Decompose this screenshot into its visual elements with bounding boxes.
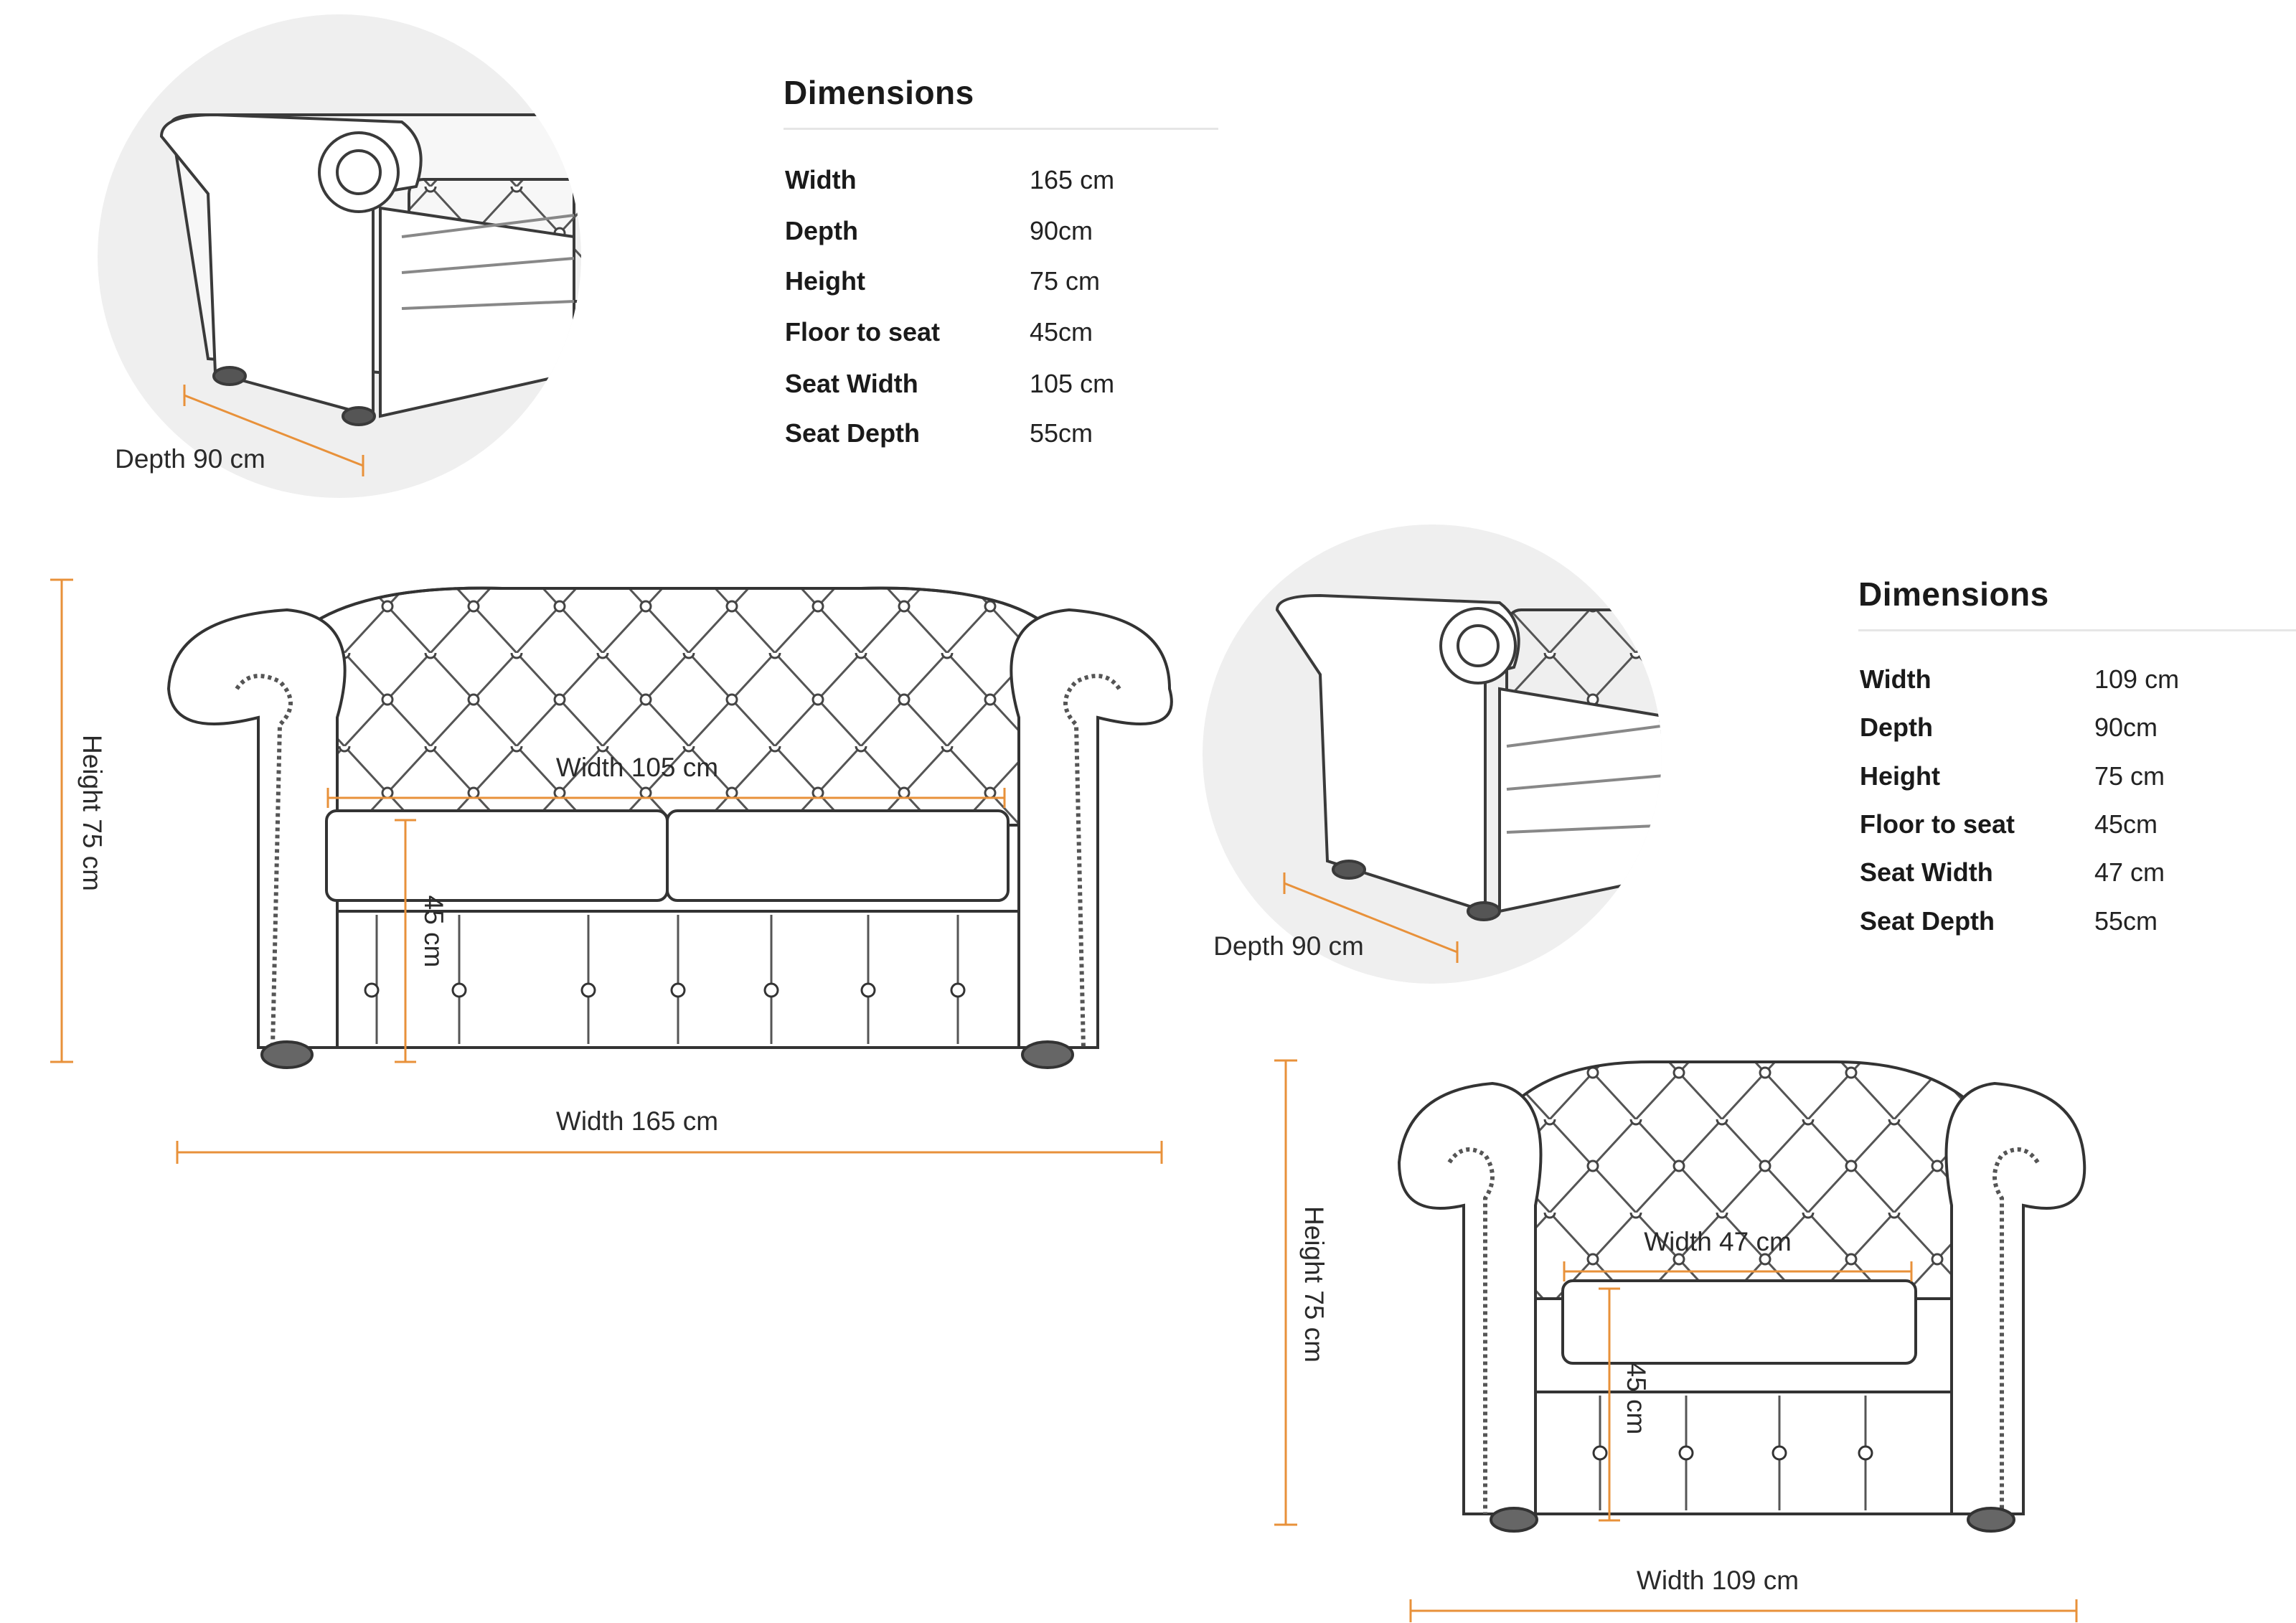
row-value: 109 cm: [2094, 664, 2180, 694]
row-label: Depth: [1860, 712, 1933, 742]
row-value: 55cm: [1030, 418, 1093, 448]
row-value: 45cm: [1030, 317, 1093, 347]
row-value: 47 cm: [2094, 857, 2165, 887]
row-label: Seat Width: [785, 369, 918, 398]
row-label: Seat Width: [1860, 857, 1993, 887]
row-value: 105 cm: [1030, 369, 1115, 398]
armchair-depth-label: Depth 90 cm: [1213, 931, 1364, 961]
sofa-depth-label: Depth 90 cm: [115, 444, 265, 474]
row-value: 90cm: [2094, 712, 2158, 742]
row-label: Floor to seat: [1860, 809, 2015, 839]
sofa-dimensions-table: Dimensions Width 165 cm Depth 90cm Height 7…: [784, 73, 1218, 461]
armchair-height-label: Height 75 cm: [1299, 1206, 1329, 1363]
row-value: 75 cm: [2094, 761, 2165, 791]
row-value: 55cm: [2094, 906, 2158, 936]
row-label: Floor to seat: [785, 317, 941, 347]
dimensions-title: Dimensions: [784, 74, 974, 111]
armchair-seat-width-label: Width 47 cm: [1644, 1227, 1792, 1256]
armchair-overall-width-label: Width 109 cm: [1636, 1566, 1799, 1595]
sofa-seat-height-label: 45 cm: [419, 895, 448, 968]
sofa-overall-width-label: Width 165 cm: [555, 1106, 719, 1136]
row-value: 90cm: [1030, 216, 1093, 245]
row-value: 45cm: [2094, 809, 2158, 839]
row-label: Height: [785, 266, 865, 296]
row-label: Seat Depth: [785, 418, 921, 448]
armchair-dimensions-table: Dimensions Width 109 cm Depth 90cm Height 7…: [1858, 575, 2296, 948]
sofa-side-view: [98, 14, 581, 498]
row-label: Height: [1860, 761, 1940, 791]
divider: [784, 128, 1218, 130]
divider: [1858, 629, 2296, 631]
row-value: 165 cm: [1030, 165, 1115, 194]
sofa-seat-width-label: Width 105 cm: [555, 753, 719, 782]
row-label: Width: [1860, 664, 1932, 694]
row-value: 75 cm: [1030, 266, 1101, 296]
sofa-height-label: Height 75 cm: [77, 735, 107, 891]
row-label: Seat Depth: [1860, 906, 1995, 936]
dimensions-title: Dimensions: [1858, 575, 2049, 613]
dimension-lines: [50, 578, 2078, 1622]
sofa-front-view: [166, 586, 1173, 1069]
armchair-seat-height-label: 45 cm: [1622, 1362, 1651, 1435]
row-label: Depth: [785, 216, 858, 245]
armchair-side-view: [1203, 524, 1662, 984]
armchair-front-view: [1397, 1060, 2086, 1533]
row-label: Width: [785, 165, 857, 194]
